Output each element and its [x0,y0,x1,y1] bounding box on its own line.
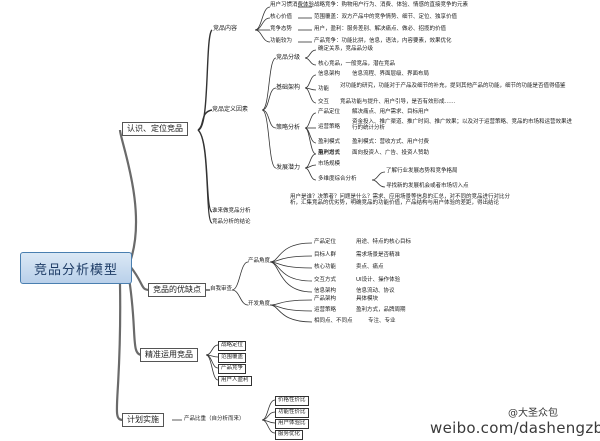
branch-apply-competitor[interactable]: 精准运用竞品 [140,348,198,362]
arch-val-3: 竞品功能与提升、用户引导，是否有效形成…… [340,99,456,105]
node-definition-factors[interactable]: 竞品定义因素 [212,106,249,113]
synth-item-2: 寻找新的发展机会或者市场切入点 [386,183,469,189]
node-product-weight[interactable]: 产品比重（自分析而来） [184,416,245,422]
weight-item-1: 价格性价比 [275,396,309,406]
growth-item-2: 市场规模 [318,161,341,167]
strat-key-2: 运营策略 [318,124,341,130]
tier-item-2: 核心竞品，一般竞品，潜在竞品 [318,61,396,67]
dev-key-3: 相同点、不同点 [314,318,353,324]
branch-position-competitor[interactable]: 认识、定位竞品 [122,122,188,136]
weight-item-4: 服务优化 [275,430,304,440]
dev-key-2: 运营策略 [314,307,337,313]
node-dev-angle[interactable]: 开发角度 [248,301,271,307]
content-key-3: 竞争态势 [270,26,293,32]
content-key-1: 用户习惯消费体验 [270,2,315,8]
root-node[interactable]: 竞品分析模型 [20,252,132,284]
content-val-3: 用户，盈利：服务差别、解决痛点、做必、招揽的价值 [314,26,447,32]
node-multi-analysis[interactable]: 多维度综合分析 [318,176,357,182]
prod-val-1: 用途、特点的核心目标 [356,239,412,245]
prod-val-2: 需求场景是否精准 [356,252,401,258]
watermark-handle: @大圣众包 [508,408,558,419]
node-strategy-analysis[interactable]: 策略分析 [276,124,301,131]
strat-val-2: 资金投入、推广渠道、推广时间、推广效果；以及对于运营策略、竞品的市场和运营效果进… [352,119,573,132]
arch-key-3: 交互 [318,99,330,105]
dev-val-1: 具体模块 [356,296,379,302]
strat-key-1: 产品定位 [318,109,341,115]
insight-text: 用户是谁？决策者？问题是什么？需求、应用场景等信息的汇总，对不同的竞品进行对比分… [290,194,511,207]
strat-key-4: 盈利方式 [318,150,341,156]
node-competitor-content[interactable]: 竞品内容 [213,25,238,32]
node-conclusion[interactable]: 竞品分析的结论 [212,219,251,225]
prod-key-5: 信息架构 [314,288,337,294]
branch-plan-implement[interactable]: 计划实施 [122,413,164,427]
strat-val-1: 解决痛点、用户需求、目标用户 [352,109,430,115]
watermark-url: weibo.com/dashengzb [430,419,600,437]
apply-item-4: 用户人盈利 [218,376,252,386]
synth-item-1: 了解行业发展态势和竞争格局 [386,168,458,174]
prod-key-3: 核心功能 [314,264,337,270]
content-key-4: 功能较为 [270,38,293,44]
node-self-review[interactable]: 自我审查 [210,286,233,292]
apply-item-3: 产品竞争 [218,364,247,374]
content-val-1: 战略竞争：购物用户行为、消费、体验、情感的直接竞争的元素 [314,2,469,8]
arch-key-1: 信息架构 [318,71,341,77]
weight-item-3: 用户体验比 [275,419,309,429]
dev-val-3: 专注、专业 [368,318,396,324]
apply-item-1: 战略定位 [218,341,247,351]
strat-val-3: 盈利模式：营收方式、用户付费 [352,139,430,145]
content-val-4: 产品竞争：功能比拼，信息，语法，内容要素，效果优化 [314,38,452,44]
prod-key-1: 产品定位 [314,239,337,245]
branch-pros-cons[interactable]: 竞品的优缺点 [148,283,206,297]
node-basic-architecture[interactable]: 基础架构 [276,84,301,91]
content-key-2: 核心价值 [270,14,293,20]
strat-key-3: 盈利模式 [318,139,341,145]
prod-val-4: UI设计、操作体验 [356,277,401,283]
prod-key-4: 交互方式 [314,277,337,283]
apply-item-2: 范围覆盖 [218,353,247,363]
weight-item-2: 功能性价比 [275,408,309,418]
node-who-analyzes[interactable]: 谁来做竞品分析 [212,208,251,214]
content-val-2: 范围覆盖：双方产品中的竞争情势、细节、定位、独享价值 [314,14,458,20]
dev-key-1: 产品架构 [314,296,337,302]
prod-key-2: 目标人群 [314,252,337,258]
arch-key-2: 功能 [318,86,330,92]
strat-val-4: 面向投资人、广告、投资人赞助 [352,150,430,156]
tier-item-1: 确定关系，竞品品分级 [318,46,374,52]
node-growth-potential[interactable]: 发展潜力 [276,164,301,171]
prod-val-3: 卖点、痛点 [356,264,384,270]
node-product-angle[interactable]: 产品角度 [248,258,271,264]
node-competitor-tier[interactable]: 竞品分级 [276,54,301,61]
dev-val-2: 盈利方式，品牌周期 [356,307,406,313]
prod-val-5: 信息流动、协议 [356,288,395,294]
growth-item-1: 用户增长 [318,150,341,156]
arch-val-2: 对功能的研究，功能对于产品及细节的补充，提到其他产品的功能，细节的功能是否值得借… [340,83,566,89]
arch-val-1: 信息流程、界面层级、界面布局 [352,71,430,77]
